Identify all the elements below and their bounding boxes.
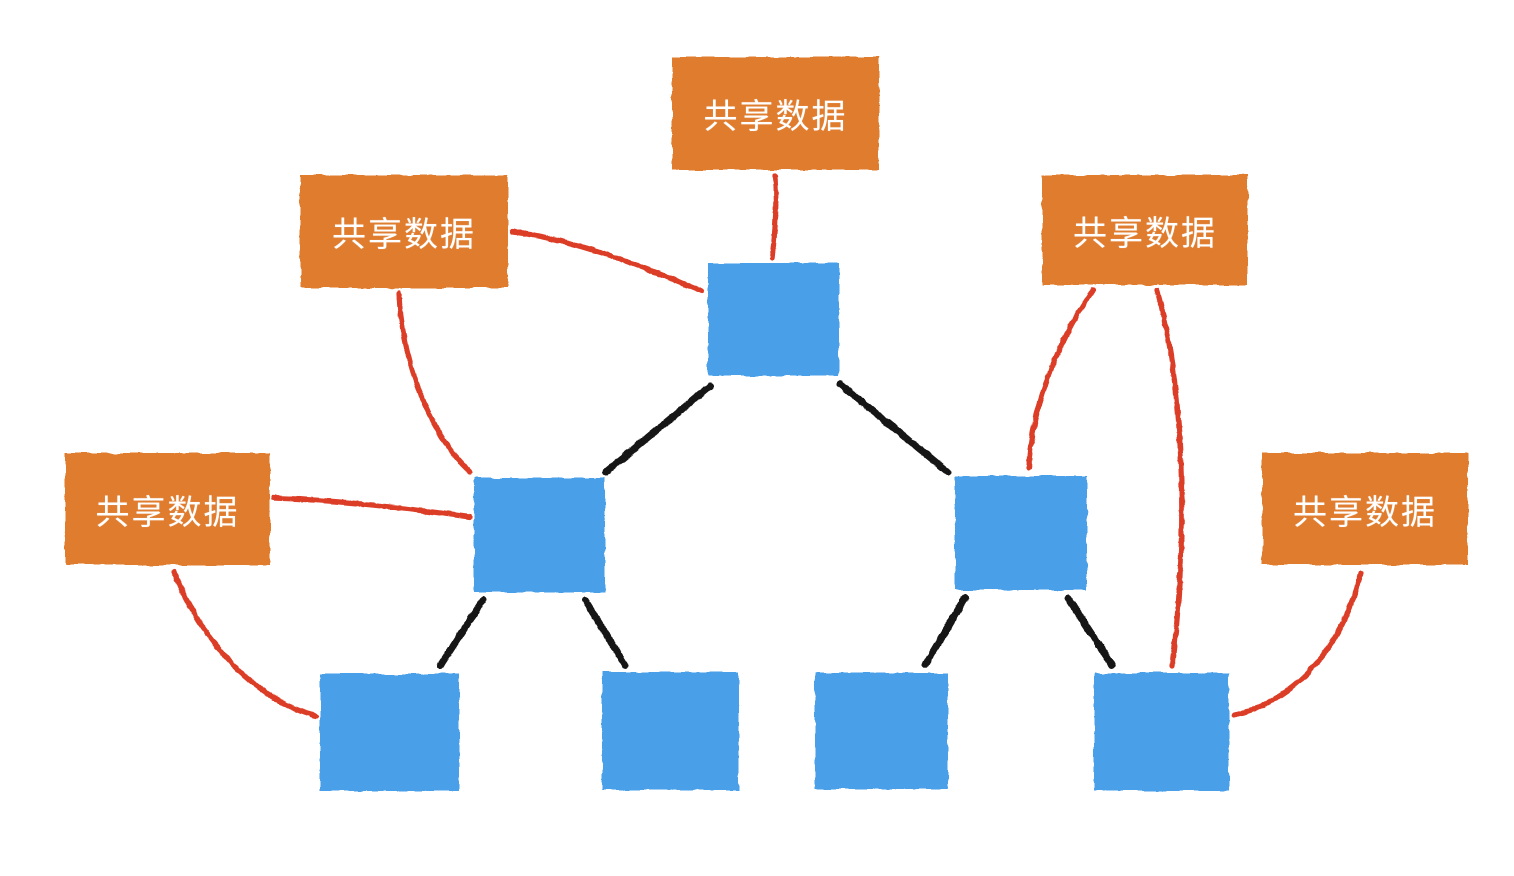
tree-node-mid-right[interactable] <box>955 476 1087 590</box>
shared-data-link <box>1026 287 1096 471</box>
tree-node-mid-left[interactable] <box>474 478 605 592</box>
tree-node-shapes <box>320 263 1229 791</box>
shared-data-link <box>396 290 473 475</box>
shared-data-label: 共享数据 <box>95 493 240 532</box>
shared-data-link <box>510 229 705 294</box>
tree-edge <box>1064 594 1116 669</box>
tree-edge-group <box>436 380 1116 670</box>
shared-data-link <box>270 495 473 520</box>
shared-data-box-shared-left[interactable]: 共享数据 <box>65 453 270 565</box>
tree-node-box[interactable] <box>602 672 739 790</box>
tree-node-leaf-4[interactable] <box>1094 673 1229 791</box>
shared-data-link <box>1154 287 1185 669</box>
shared-data-box-shared-top[interactable]: 共享数据 <box>672 57 879 170</box>
tree-edge <box>921 594 969 669</box>
tree-edge <box>836 380 952 476</box>
tree-edge <box>602 382 714 476</box>
shared-data-link <box>1231 570 1364 718</box>
tree-node-box[interactable] <box>815 673 948 789</box>
shared-data-box-shared-top-left[interactable]: 共享数据 <box>300 175 508 288</box>
tree-node-leaf-1[interactable] <box>320 674 459 791</box>
tree-edge <box>436 596 487 670</box>
tree-node-box[interactable] <box>474 478 605 592</box>
shared-data-link-group <box>171 173 1364 719</box>
tree-edge <box>581 596 629 669</box>
shared-data-box-shared-top-right[interactable]: 共享数据 <box>1042 175 1248 285</box>
shared-data-label: 共享数据 <box>703 98 848 136</box>
shared-data-box-shapes <box>65 57 1468 565</box>
shared-data-link <box>171 569 319 719</box>
shared-data-link <box>769 173 779 261</box>
shared-data-label: 共享数据 <box>1293 493 1437 532</box>
shared-data-box[interactable] <box>65 453 270 565</box>
tree-node-root[interactable] <box>708 263 839 376</box>
shared-data-box[interactable] <box>300 175 508 288</box>
shared-data-box-shared-right[interactable]: 共享数据 <box>1262 453 1468 565</box>
tree-node-box[interactable] <box>955 476 1087 590</box>
tree-node-box[interactable] <box>708 263 839 376</box>
tree-node-leaf-2[interactable] <box>602 672 739 790</box>
shared-data-label: 共享数据 <box>332 216 476 254</box>
tree-node-leaf-3[interactable] <box>815 673 948 789</box>
tree-node-box[interactable] <box>320 674 459 791</box>
shared-data-box[interactable] <box>1262 453 1468 565</box>
shared-data-label: 共享数据 <box>1073 214 1217 253</box>
shared-data-box[interactable] <box>1042 175 1248 285</box>
shared-data-box[interactable] <box>672 57 879 170</box>
tree-node-box[interactable] <box>1094 673 1229 791</box>
